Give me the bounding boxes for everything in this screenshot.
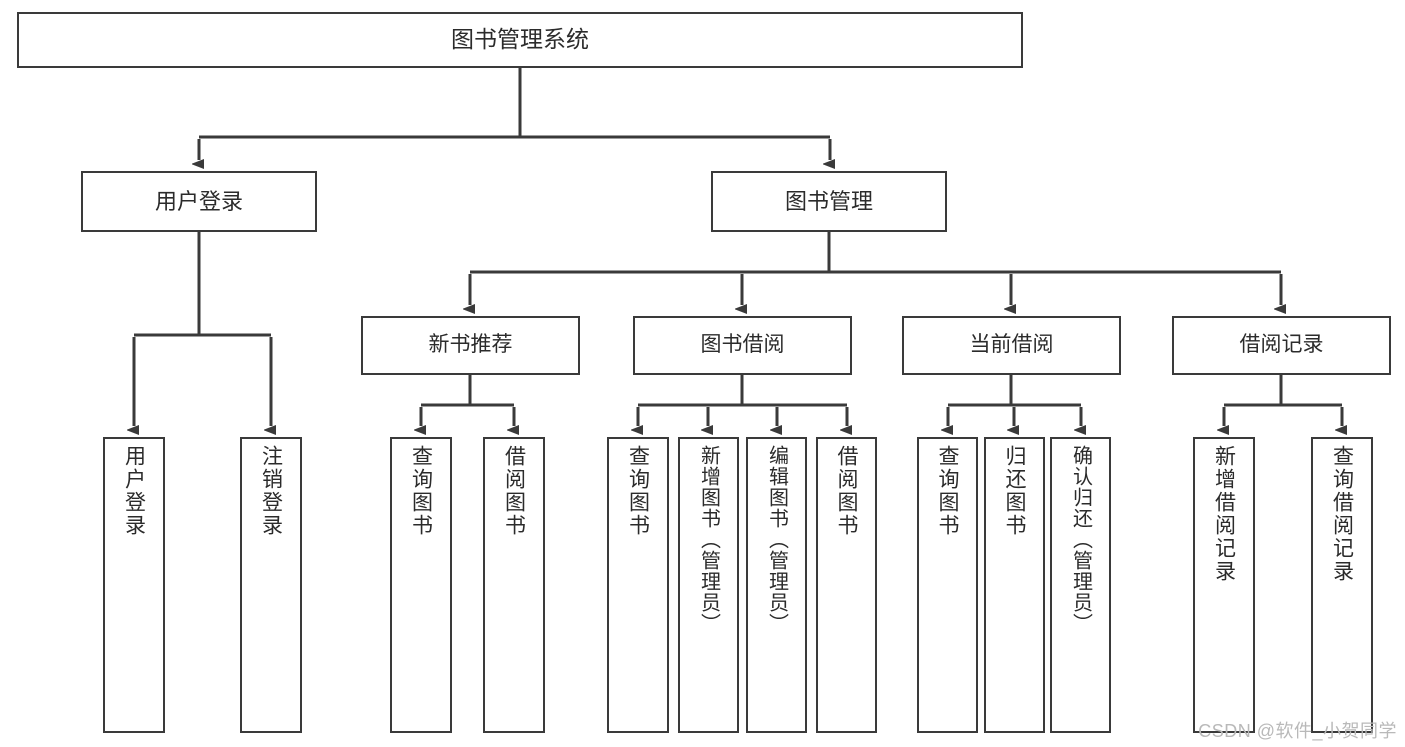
node-book-manage-label: 图书管理 xyxy=(784,188,873,214)
node-leaf-user-logout[interactable]: 注销登录 xyxy=(240,437,302,733)
node-user-login[interactable]: 用户登录 xyxy=(81,171,317,232)
node-root-label: 图书管理系统 xyxy=(451,26,589,53)
node-leaf-query-book-borrow[interactable]: 查询图书 xyxy=(607,437,669,733)
node-root[interactable]: 图书管理系统 xyxy=(17,12,1023,68)
node-borrow-record-label: 借阅记录 xyxy=(1239,333,1324,357)
node-leaf-query-borrow-record-label: 查询借阅记录 xyxy=(1330,445,1354,583)
node-leaf-query-book-current-label: 查询图书 xyxy=(936,445,959,537)
node-leaf-edit-book[interactable]: 编辑图书（管理员） xyxy=(746,437,807,733)
node-leaf-query-book-recommend[interactable]: 查询图书 xyxy=(390,437,452,733)
node-leaf-query-book-borrow-label: 查询图书 xyxy=(626,445,650,537)
node-book-borrow[interactable]: 图书借阅 xyxy=(633,316,852,375)
node-leaf-edit-book-label: 编辑图书（管理员） xyxy=(765,445,788,634)
node-leaf-confirm-return-label: 确认归还（管理员） xyxy=(1069,445,1092,634)
node-leaf-add-borrow-record[interactable]: 新增借阅记录 xyxy=(1193,437,1255,733)
node-leaf-return-book-label: 归还图书 xyxy=(1003,445,1026,537)
node-leaf-user-logout-label: 注销登录 xyxy=(259,445,283,537)
node-book-manage[interactable]: 图书管理 xyxy=(711,171,947,232)
node-leaf-add-book-label: 新增图书（管理员） xyxy=(697,445,720,634)
watermark-text: CSDN @软件_小贺同学 xyxy=(1198,721,1397,741)
node-leaf-user-login-label: 用户登录 xyxy=(122,445,146,537)
node-leaf-add-borrow-record-label: 新增借阅记录 xyxy=(1212,445,1236,583)
node-leaf-confirm-return[interactable]: 确认归还（管理员） xyxy=(1050,437,1111,733)
node-leaf-borrow-book-recommend-label: 借阅图书 xyxy=(502,445,526,537)
node-new-book-recommend-label: 新书推荐 xyxy=(428,333,513,357)
node-leaf-borrow-book[interactable]: 借阅图书 xyxy=(816,437,877,733)
node-leaf-query-borrow-record[interactable]: 查询借阅记录 xyxy=(1311,437,1373,733)
node-book-borrow-label: 图书借阅 xyxy=(700,333,785,357)
node-current-borrow[interactable]: 当前借阅 xyxy=(902,316,1121,375)
node-borrow-record[interactable]: 借阅记录 xyxy=(1172,316,1391,375)
node-leaf-query-book-recommend-label: 查询图书 xyxy=(409,445,433,537)
node-leaf-add-book[interactable]: 新增图书（管理员） xyxy=(678,437,739,733)
node-user-login-label: 用户登录 xyxy=(154,188,243,214)
node-new-book-recommend[interactable]: 新书推荐 xyxy=(361,316,580,375)
node-leaf-borrow-book-recommend[interactable]: 借阅图书 xyxy=(483,437,545,733)
node-leaf-return-book[interactable]: 归还图书 xyxy=(984,437,1045,733)
node-leaf-user-login[interactable]: 用户登录 xyxy=(103,437,165,733)
node-leaf-borrow-book-label: 借阅图书 xyxy=(835,445,858,537)
node-current-borrow-label: 当前借阅 xyxy=(969,333,1054,357)
node-leaf-query-book-current[interactable]: 查询图书 xyxy=(917,437,978,733)
